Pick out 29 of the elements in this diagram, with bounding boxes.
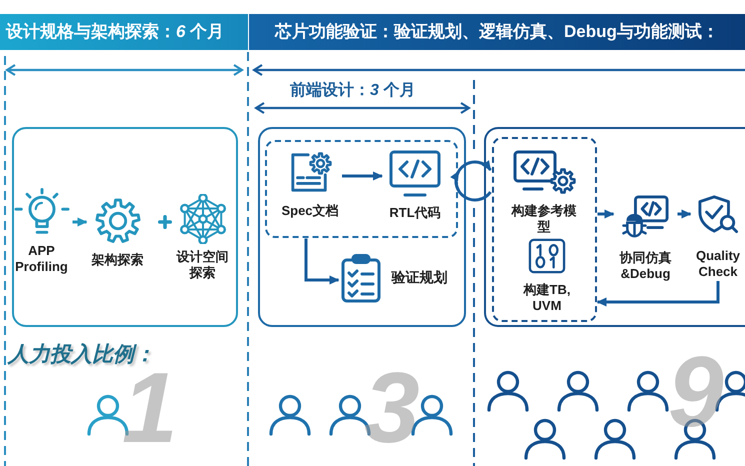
arrow (342, 172, 383, 180)
arrow (596, 281, 720, 306)
step-label: Spec文档 (281, 203, 339, 220)
big-number: 9 (668, 356, 724, 428)
stage-box (12, 127, 238, 327)
step-label: 架构探索 (92, 252, 144, 268)
step-label: 构建TB, UVM (522, 282, 572, 314)
arrow (304, 238, 340, 284)
dashed-group-box (492, 136, 596, 322)
dashed-group-box (264, 140, 458, 238)
arrow (72, 218, 88, 226)
step-label: Quality Check (694, 248, 742, 280)
big-number: 3 (364, 372, 420, 444)
big-number: 1 (122, 372, 178, 444)
arrow (598, 210, 614, 218)
step-label: 验证规划 (392, 268, 448, 286)
stage-box (258, 127, 466, 327)
section-title: 人力投入比例： (8, 343, 155, 367)
step-label: 协同仿真&Debug (618, 250, 672, 282)
phase-label: 前端设计：3 个月 (290, 80, 416, 101)
stage-box (484, 127, 745, 327)
header-band: 设计规格与架构探索：6 个月 (0, 14, 248, 50)
arrow (678, 210, 692, 218)
step-label: APP Profiling (14, 242, 69, 275)
arrow (450, 170, 492, 202)
header-band: 芯片功能验证：验证规划、逻辑仿真、Debug与功能测试： (249, 14, 745, 50)
step-label: RTL代码 (389, 205, 441, 222)
step-label: 设计空间探索 (175, 248, 230, 281)
step-label: 构建参考模型 (510, 203, 578, 236)
